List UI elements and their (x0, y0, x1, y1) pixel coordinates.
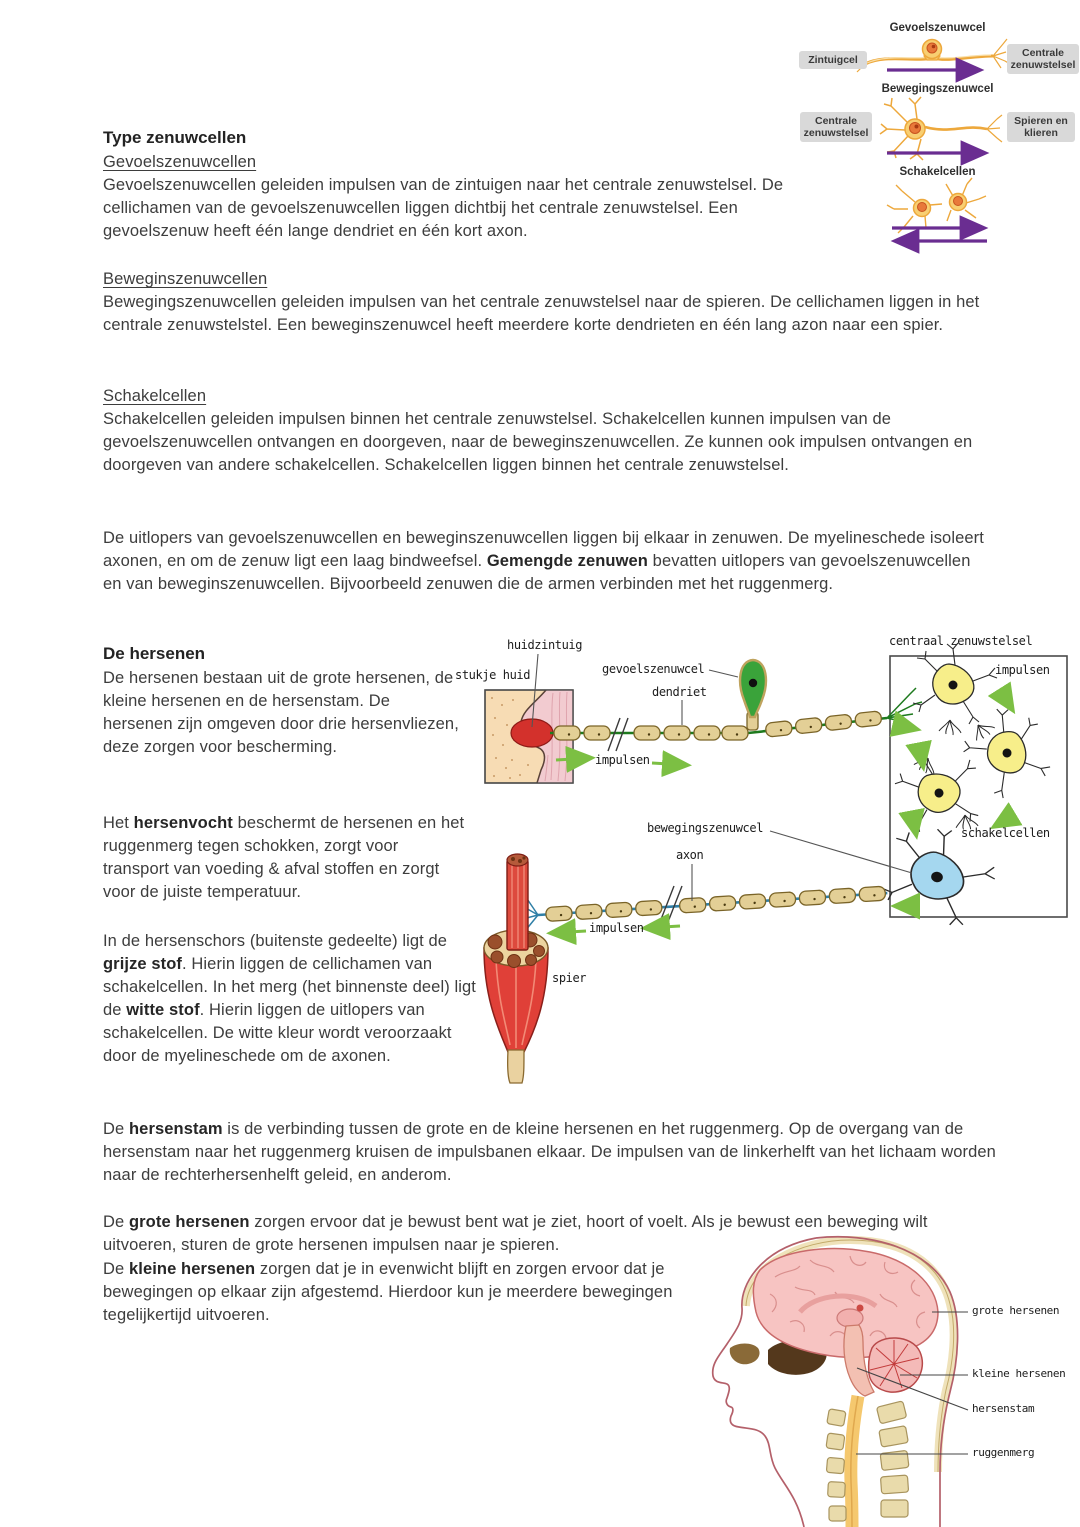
label-huidzintuig: huidzintuig (507, 638, 583, 652)
impulse-arrows-skin (555, 745, 692, 778)
paragraph-hersenvocht: Het hersenvocht beschermt de hersenen en… (103, 814, 465, 901)
label-axon: axon (676, 848, 704, 862)
paragraph-gemengde-zenuwen: De uitlopers van gevoelszenuwcellen en b… (103, 529, 984, 593)
head-outline (711, 1235, 959, 1527)
section-heading-beweginszenuwcellen: Beweginszenuwcellen (103, 270, 268, 288)
figure-neuron-types: Gevoelszenuwcel Zintuigcel Centrale zenu… (795, 12, 1080, 254)
sensory-neuron-icon (853, 38, 1011, 73)
label-schakelcellen: Schakelcellen (899, 166, 976, 178)
section-heading-gevoelszenuwcellen: Gevoelszenuwcellen (103, 153, 257, 171)
head-label-lines (856, 1311, 969, 1455)
corpus-callosum (798, 1293, 878, 1314)
paragraph-grote-hersenen: De grote hersenen zorgen ervoor dat je b… (103, 1213, 928, 1254)
motor-neuron-icon (879, 96, 1003, 161)
label-grote-hersenen: grote hersenen (972, 1304, 1060, 1317)
impulse-pathway-illustration (483, 642, 1069, 1084)
label-impulsen-cns: impulsen (995, 663, 1050, 677)
label-hersenstam: hersenstam (972, 1402, 1035, 1415)
sinus-patch-light (729, 1343, 760, 1365)
vertebrae (825, 1400, 910, 1522)
figure-brain-anatomy: grote hersenen kleine hersenen hersensta… (700, 1232, 1080, 1527)
paragraph-hersenstam: De hersenstam is de verbinding tussen de… (103, 1120, 996, 1184)
label-dendriet: dendriet (652, 685, 707, 699)
figure-impulse-pathway: huidzintuig stukje huid gevoelszenuwcel … (450, 630, 1080, 1100)
cerebellum-shape (867, 1337, 924, 1393)
paragraph-kleine-hersenen: De kleine hersenen zorgen dat je in even… (103, 1260, 673, 1324)
heading-de-hersenen: De hersenen (103, 644, 206, 663)
brain-anatomy-illustration (711, 1235, 969, 1527)
label-stukje-huid: stukje huid (455, 668, 531, 682)
paragraph-hersenschors: In de hersenschors (buitenste gedeelte) … (103, 932, 476, 1065)
neuron-types-illustration (853, 38, 1011, 254)
label-impulsen-skin: impulsen (595, 753, 650, 767)
axon-break-marks (607, 717, 629, 752)
label-centrale-zenuwstelsel-1: Centrale zenuwstelsel (1007, 44, 1079, 74)
impulse-arrows-muscle (546, 913, 681, 946)
label-bewegingszenuwcel-mid: bewegingszenuwcel (647, 821, 764, 835)
label-spier: spier (552, 971, 587, 985)
sensory-cell-body (738, 658, 768, 731)
sensory-dendrite-chain (550, 687, 923, 752)
section-body-gevoelszenuwcellen: Gevoelszenuwcellen geleiden impulsen van… (103, 176, 784, 240)
page-title: Type zenuwcellen (103, 128, 247, 147)
label-centraal-zenuwstelsel: centraal zenuwstelsel (889, 634, 1033, 648)
label-kleine-hersenen: kleine hersenen (972, 1367, 1066, 1380)
label-impulsen-muscle: impulsen (589, 921, 644, 935)
label-gevoelszenuwcel: Gevoelszenuwcel (889, 22, 986, 34)
label-spieren-en-klieren: Spieren en klieren (1007, 112, 1075, 142)
label-centrale-zenuwstelsel-2: Centrale zenuwstelsel (800, 112, 872, 142)
label-schakelcellen-mid: schakelcellen (961, 826, 1050, 840)
label-bewegingszenuwcel: Bewegingszenuwcel (881, 83, 994, 95)
muscle-illustration (483, 853, 549, 1084)
label-ruggenmerg: ruggenmerg (972, 1446, 1035, 1459)
brainstem-shape (843, 1324, 875, 1397)
section-heading-schakelcellen: Schakelcellen (103, 387, 207, 405)
paragraph-de-hersenen: De hersenen bestaan uit de grote hersene… (103, 669, 459, 756)
label-gevoelszenuwcel: gevoelszenuwcel (602, 662, 705, 676)
label-pointer-lines (531, 653, 913, 901)
motor-axon-chain (510, 883, 888, 932)
impulse-arrows-cns (889, 681, 1023, 920)
section-body-schakelcellen: Schakelcellen geleiden impulsen binnen h… (103, 410, 973, 474)
interneurons-icon (886, 177, 987, 234)
section-body-beweginszenuwcellen: Bewegingszenuwcellen geleiden impulsen v… (103, 293, 980, 334)
label-zintuigcel: Zintuigcel (799, 51, 867, 69)
